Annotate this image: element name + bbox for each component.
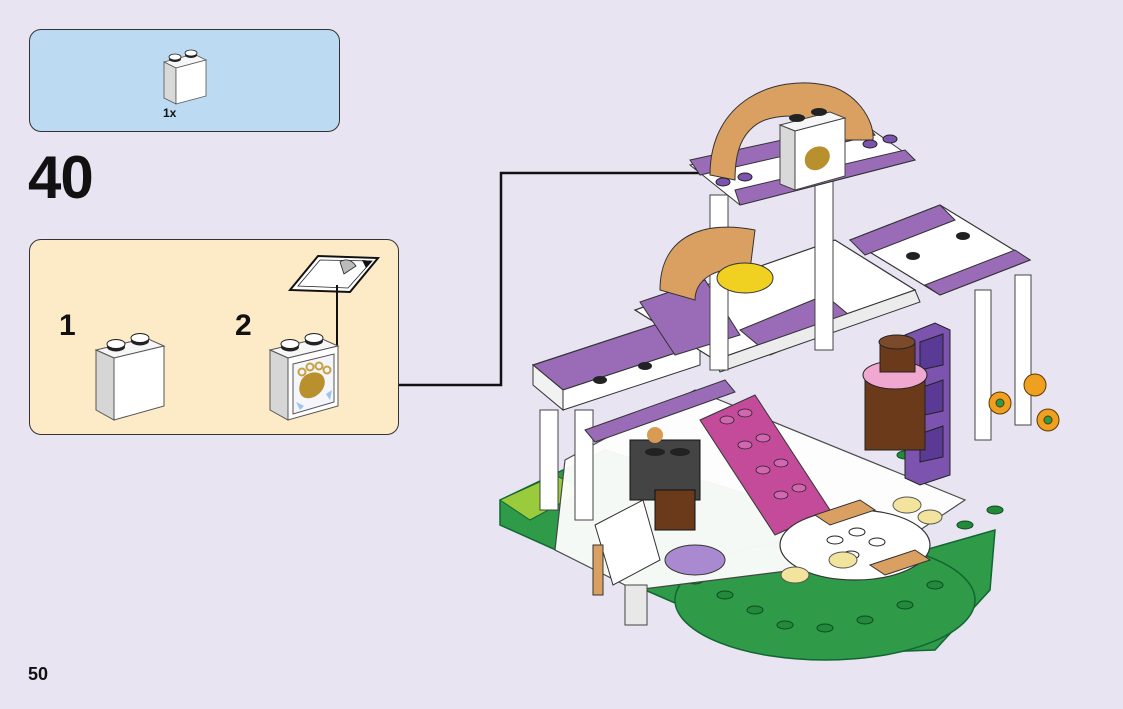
orange-flowers bbox=[988, 373, 1060, 432]
model-illustration bbox=[498, 82, 1060, 661]
parts-list-box: 1x bbox=[29, 29, 340, 132]
substep-1-label: 1 bbox=[59, 309, 76, 342]
tower bbox=[659, 82, 917, 371]
substep-2-label: 2 bbox=[235, 309, 252, 342]
part-quantity: 1x bbox=[163, 106, 177, 120]
left-wing bbox=[531, 319, 736, 521]
sticker-pointer-line bbox=[336, 285, 338, 346]
brick-1x2x2-white-icon bbox=[94, 333, 166, 421]
brick-with-paw-sticker-icon bbox=[268, 333, 340, 421]
sticker-icon bbox=[287, 254, 381, 294]
substep-box: 1 2 bbox=[29, 239, 399, 435]
layer-cake bbox=[862, 334, 928, 451]
step-number: 40 bbox=[28, 144, 94, 211]
menu-easel bbox=[592, 499, 726, 626]
page-number: 50 bbox=[28, 664, 49, 684]
paw-print-brick bbox=[778, 108, 847, 191]
magenta-plates bbox=[699, 394, 831, 536]
brick-1x2x2-white-icon bbox=[162, 49, 208, 105]
shelf-with-pastries bbox=[629, 427, 701, 531]
round-table bbox=[779, 496, 943, 584]
